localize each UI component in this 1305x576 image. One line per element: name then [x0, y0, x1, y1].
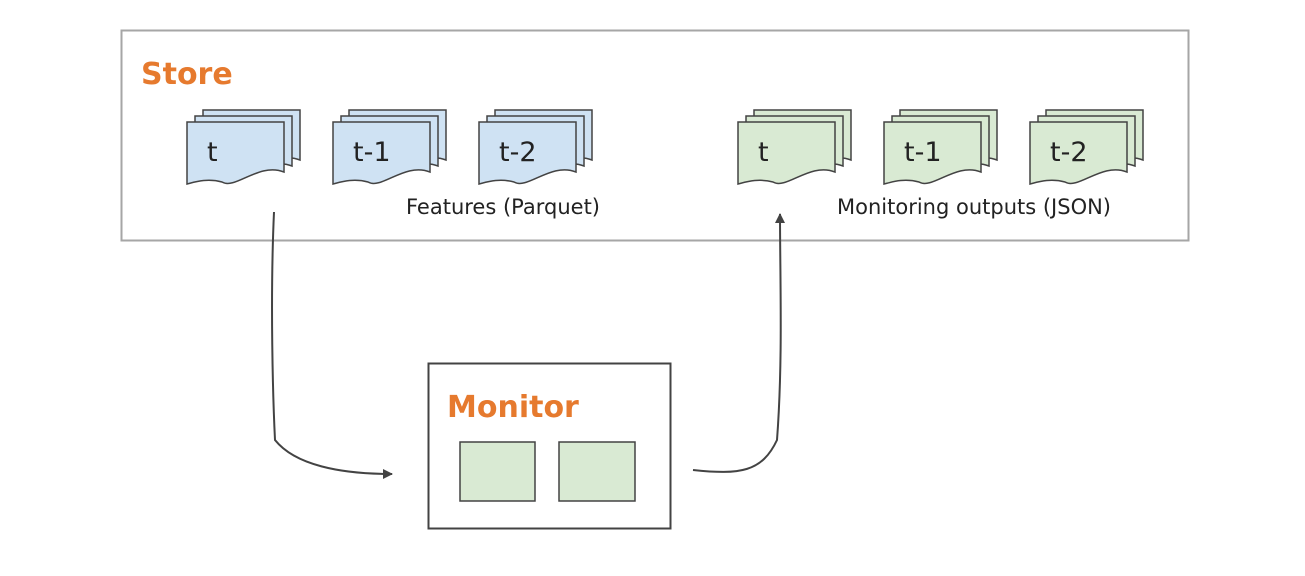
- store-title: Store: [141, 57, 233, 92]
- features-doc-label: t-2: [499, 137, 537, 168]
- features-doc-page: [478, 121, 577, 185]
- outputs-doc-page: [883, 121, 982, 185]
- flow-arrow-monitor-to-store: [692, 213, 786, 473]
- features-doc-2: t-1: [332, 109, 447, 185]
- features-doc-3: t-2: [478, 109, 593, 185]
- outputs-doc-label: t-1: [904, 137, 942, 168]
- store-container: [120, 29, 1190, 242]
- features-documents: t t-1 t-2: [186, 109, 593, 185]
- monitor-component-2: [558, 441, 636, 502]
- features-doc-page: [186, 121, 285, 185]
- features-doc-label: t: [207, 137, 218, 168]
- monitor-container: [427, 362, 672, 530]
- outputs-doc-label: t-2: [1050, 137, 1088, 168]
- monitor-title: Monitor: [447, 390, 579, 425]
- flow-arrow-store-to-monitor: [271, 211, 393, 479]
- features-doc-label: t-1: [353, 137, 391, 168]
- outputs-doc-page: [1029, 121, 1128, 185]
- monitor-component-1: [459, 441, 536, 502]
- features-doc-page: [332, 121, 431, 185]
- features-doc-1: t: [186, 109, 301, 185]
- outputs-caption: Monitoring outputs (JSON): [837, 195, 1111, 219]
- outputs-doc-page: [737, 121, 836, 185]
- outputs-doc-3: t-2: [1029, 109, 1144, 185]
- outputs-doc-label: t: [758, 137, 769, 168]
- outputs-doc-1: t: [737, 109, 852, 185]
- outputs-doc-2: t-1: [883, 109, 998, 185]
- features-caption: Features (Parquet): [406, 195, 600, 219]
- outputs-documents: t t-1 t-2: [737, 109, 1144, 185]
